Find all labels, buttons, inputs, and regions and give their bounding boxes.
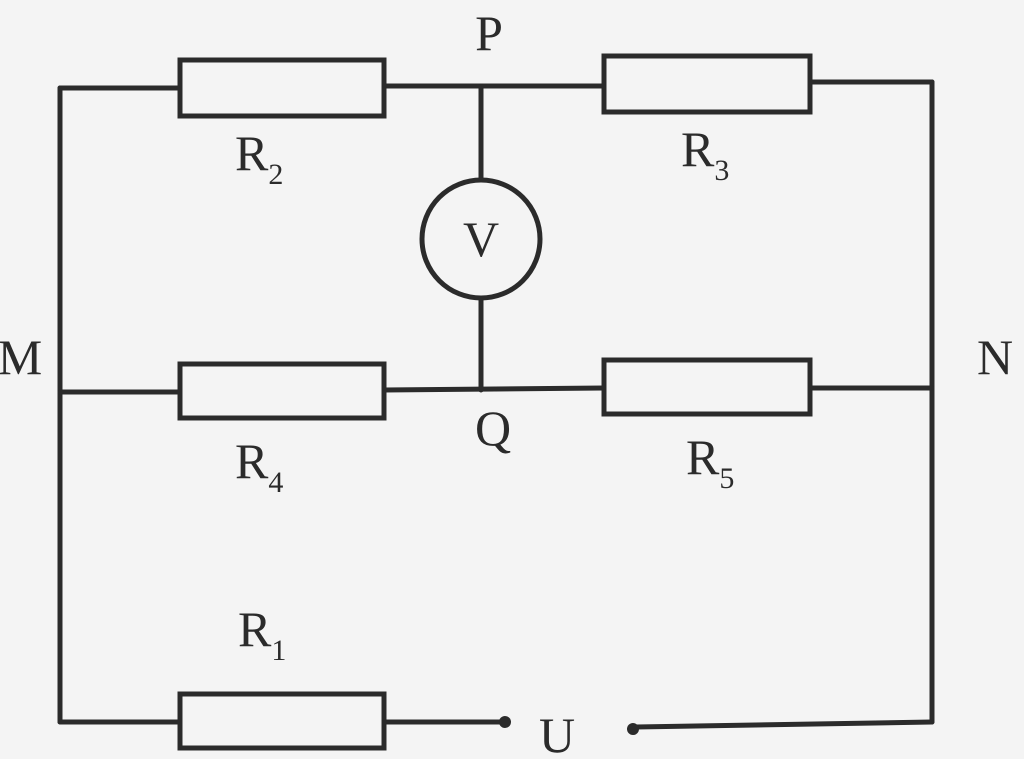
node-label-q: Q [475, 400, 511, 456]
resistor-r3-label: R3 [681, 121, 729, 187]
wire-mid-middle [381, 385, 607, 393]
voltmeter-circle [419, 177, 543, 301]
resistor-r4 [177, 361, 387, 421]
resistor-r2-label: R2 [235, 125, 283, 191]
resistor-r2 [177, 57, 387, 119]
resistor-r1-label: R1 [238, 601, 286, 667]
node-label-n: N [977, 329, 1013, 385]
wires [57, 79, 935, 730]
terminal-left [499, 716, 511, 728]
terminal-right [627, 723, 639, 735]
source-label: U [539, 707, 575, 759]
resistor-r1 [177, 691, 387, 751]
voltmeter-label: V [463, 211, 499, 267]
resistor-r3 [601, 53, 813, 115]
node-label-m: M [0, 329, 42, 385]
node-label-p: P [475, 5, 503, 61]
resistor-r5-label: R5 [686, 429, 734, 495]
wire-bottom-right [633, 719, 935, 730]
resistor-r4-label: R4 [235, 433, 283, 499]
resistor-r5 [601, 357, 813, 417]
